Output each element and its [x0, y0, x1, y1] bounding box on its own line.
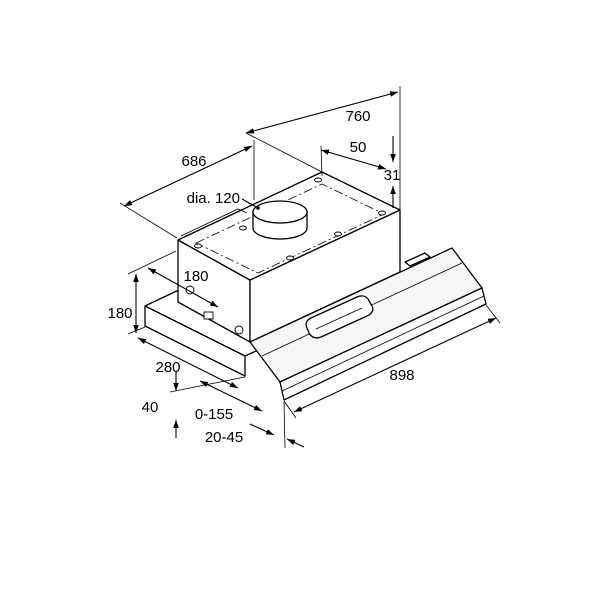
dimension-line-686 — [123, 145, 253, 207]
mounting-hole — [194, 243, 202, 249]
dimension-line-0-155 — [199, 380, 263, 412]
label-20-45: 20-45 — [205, 429, 243, 446]
mounting-hole — [239, 225, 247, 231]
dimension-arrow-20-45-left — [249, 423, 275, 436]
drawer-slot — [404, 252, 431, 267]
dimension-line-180-depth — [147, 267, 219, 308]
label-31: 31 — [384, 167, 401, 184]
dimension-line-898 — [293, 317, 497, 413]
label-180-height: 180 — [107, 305, 132, 322]
dimension-line-50 — [320, 149, 387, 170]
leader-line-collar — [241, 198, 259, 209]
label-40: 40 — [142, 399, 159, 416]
extension-line-760-left — [245, 132, 323, 173]
extension-line-686-left — [119, 202, 178, 239]
dimension-line-280 — [137, 337, 239, 389]
label-686: 686 — [181, 153, 206, 170]
mounting-hole — [286, 255, 294, 261]
mounting-hole — [314, 177, 322, 183]
dimension-arrow-20-45-right — [286, 438, 305, 448]
extension-line-898-left — [283, 400, 297, 419]
extension-line-898-right — [485, 304, 501, 324]
label-898: 898 — [389, 367, 414, 384]
exhaust-collar-top — [252, 200, 308, 224]
leader-dot — [256, 206, 260, 210]
side-bracket — [203, 311, 214, 320]
mounting-hole — [378, 210, 386, 216]
top-flange-edge — [180, 208, 248, 237]
label-0-155: 0-155 — [195, 406, 233, 423]
label-50: 50 — [350, 139, 367, 156]
extension-line-180-top — [127, 250, 177, 275]
label-280: 280 — [155, 359, 180, 376]
dimension-line-760 — [245, 91, 399, 134]
extension-line-20-45 — [283, 401, 286, 449]
label-760: 760 — [345, 108, 370, 125]
mounting-hole — [334, 231, 342, 237]
label-collar-diameter: dia. 120 — [187, 190, 240, 207]
label-180-depth: 180 — [183, 268, 208, 285]
side-hole — [234, 325, 244, 335]
